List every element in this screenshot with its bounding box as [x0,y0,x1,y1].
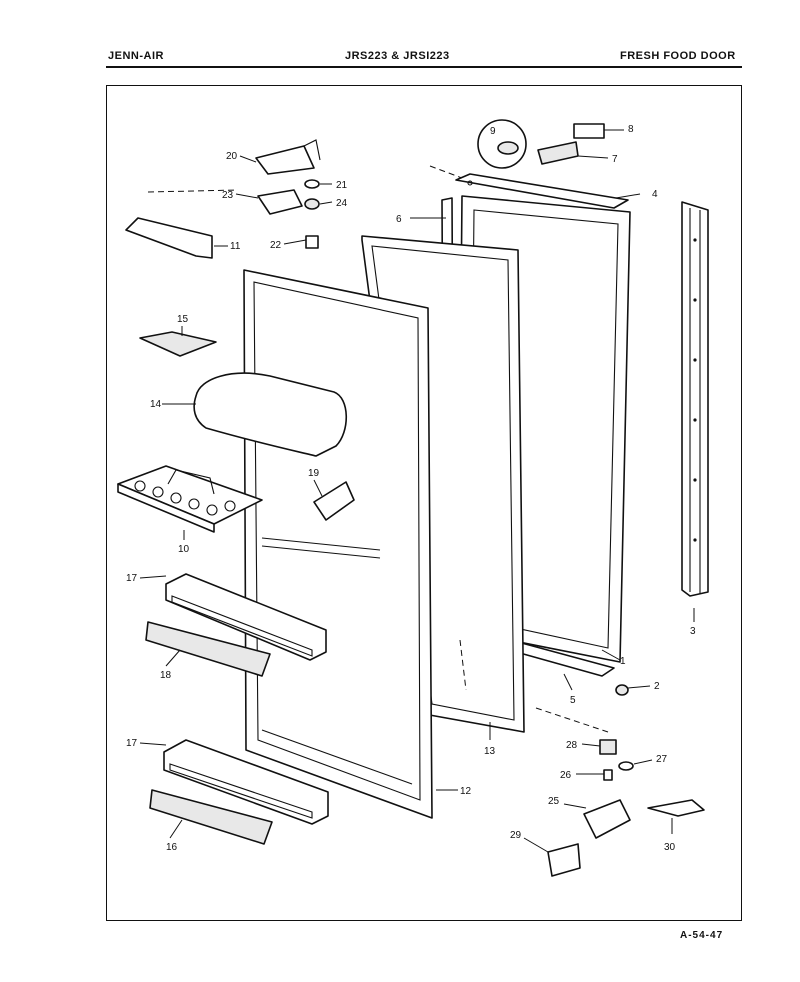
callout-30: 30 [664,842,676,853]
brand-label: JENN-AIR [108,50,164,62]
callout-24: 24 [336,198,348,209]
model-label: JRS223 & JRSI223 [345,50,450,62]
callout-6: 6 [396,214,402,225]
part-7-cover [537,141,579,165]
callout-28: 28 [566,740,578,751]
callout-10: 10 [178,544,190,555]
part-12-liner [243,269,433,819]
callouts: 1 2 3 4 5 6 7 8 9 10 11 12 13 14 15 16 1… [126,124,696,853]
part-11-hinge-bracket [125,217,213,259]
part-21-washer [304,179,320,189]
part-20-hinge [255,139,321,175]
part-10-egg-tray [117,465,263,533]
callout-7: 7 [612,154,618,165]
part-17-lower-shelf [163,739,329,825]
part-16-shelf-trim [149,789,273,845]
callout-18: 18 [160,670,172,681]
callout-14: 14 [150,399,162,410]
callout-16: 16 [166,842,178,853]
part-9-cam [477,119,527,169]
part-2-nut [615,684,629,696]
section-title: FRESH FOOD DOOR [620,50,736,62]
alignment-lines [147,165,609,733]
diagram-code: A-54-47 [680,930,724,941]
callout-3: 3 [690,626,696,637]
callout-22: 22 [270,240,282,251]
callout-25: 25 [548,796,560,807]
diagram-frame [106,85,742,921]
callout-2: 2 [654,681,660,692]
part-18-shelf-trim [145,621,271,677]
callout-19: 19 [308,468,320,479]
leader-lines [139,129,695,853]
callout-15: 15 [177,314,189,325]
part-4-top-bracket [455,173,629,209]
part-28-cap [599,739,617,755]
callout-9: 9 [490,126,496,137]
callout-29: 29 [510,830,522,841]
callout-21: 21 [336,180,348,191]
callout-5: 5 [570,695,576,706]
callout-27: 27 [656,754,668,765]
callout-4: 4 [652,189,658,200]
callout-8: 8 [628,124,634,135]
callout-17-lower: 17 [126,738,138,749]
callout-12: 12 [460,786,472,797]
part-3-channel [681,201,709,597]
part-15-clip [139,331,217,357]
part-23-hinge-plate [257,189,303,215]
part-27-washer [618,761,634,771]
callout-13: 13 [484,746,496,757]
callout-23: 23 [222,190,234,201]
callout-17-upper: 17 [126,573,138,584]
callout-11: 11 [230,241,241,252]
part-19-bracket [313,481,355,521]
part-26-screw [603,769,613,781]
callout-26: 26 [560,770,572,781]
part-22-block [305,235,319,249]
header-rule [106,66,742,68]
callout-1: 1 [620,656,626,667]
part-8-label [573,123,605,139]
part-25-bracket [583,799,631,839]
part-17-upper-shelf [165,573,327,661]
part-30-hinge [647,799,705,817]
part-24-bushing [304,198,320,210]
callout-20: 20 [226,151,238,162]
part-29-bracket [547,843,581,877]
part-14-dairy-door [193,372,347,457]
